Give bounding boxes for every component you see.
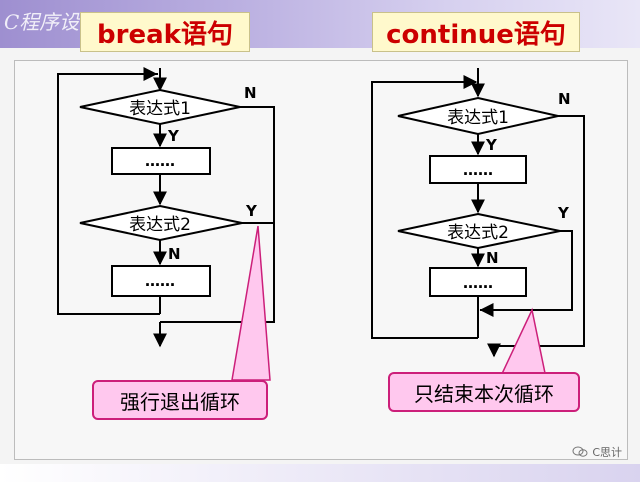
break-callout-pointer bbox=[231, 225, 271, 381]
chat-bubble-icon bbox=[572, 446, 588, 457]
break-body1-label: …… bbox=[145, 152, 175, 170]
continue-cond1-label: 表达式1 bbox=[447, 108, 509, 128]
break-y1-label: Y bbox=[167, 127, 180, 145]
body1-box bbox=[111, 147, 211, 175]
loop-back-line bbox=[57, 73, 160, 315]
footer-band bbox=[0, 464, 640, 482]
break-body2-label: …… bbox=[145, 272, 175, 290]
continue-flowchart bbox=[371, 68, 585, 358]
watermark-text: C程序设 bbox=[4, 10, 80, 34]
continue-title: continue语句 bbox=[372, 12, 580, 52]
break-cond1-label: 表达式1 bbox=[129, 99, 191, 119]
body2-box bbox=[111, 265, 211, 297]
body1-box bbox=[429, 155, 527, 184]
loop-back-line bbox=[371, 81, 478, 339]
continue-body2-label: …… bbox=[463, 274, 493, 292]
brand-text: C思计 bbox=[592, 446, 622, 459]
break-cond2-label: 表达式2 bbox=[129, 215, 191, 235]
break-title: break语句 bbox=[80, 12, 250, 52]
continue-n2-label: N bbox=[486, 249, 499, 267]
continue-jump-line bbox=[480, 230, 573, 311]
continue-y1-label: Y bbox=[485, 136, 498, 154]
continue-body1-label: …… bbox=[463, 161, 493, 179]
continue-callout-pointer bbox=[498, 307, 547, 379]
n1-exit-line bbox=[160, 106, 275, 323]
brand-mark: C思计 bbox=[572, 444, 622, 460]
continue-y2-label: Y bbox=[557, 204, 570, 222]
break-y2-label: Y bbox=[245, 202, 258, 220]
body2-box bbox=[429, 267, 527, 297]
break-n1-label: N bbox=[244, 84, 257, 102]
break-n2-label: N bbox=[168, 245, 181, 263]
continue-n1-label: N bbox=[558, 90, 571, 108]
break-callout: 强行退出循环 bbox=[92, 380, 268, 420]
continue-callout: 只结束本次循环 bbox=[388, 372, 580, 412]
continue-cond2-label: 表达式2 bbox=[447, 223, 509, 243]
break-flowchart bbox=[57, 67, 275, 348]
